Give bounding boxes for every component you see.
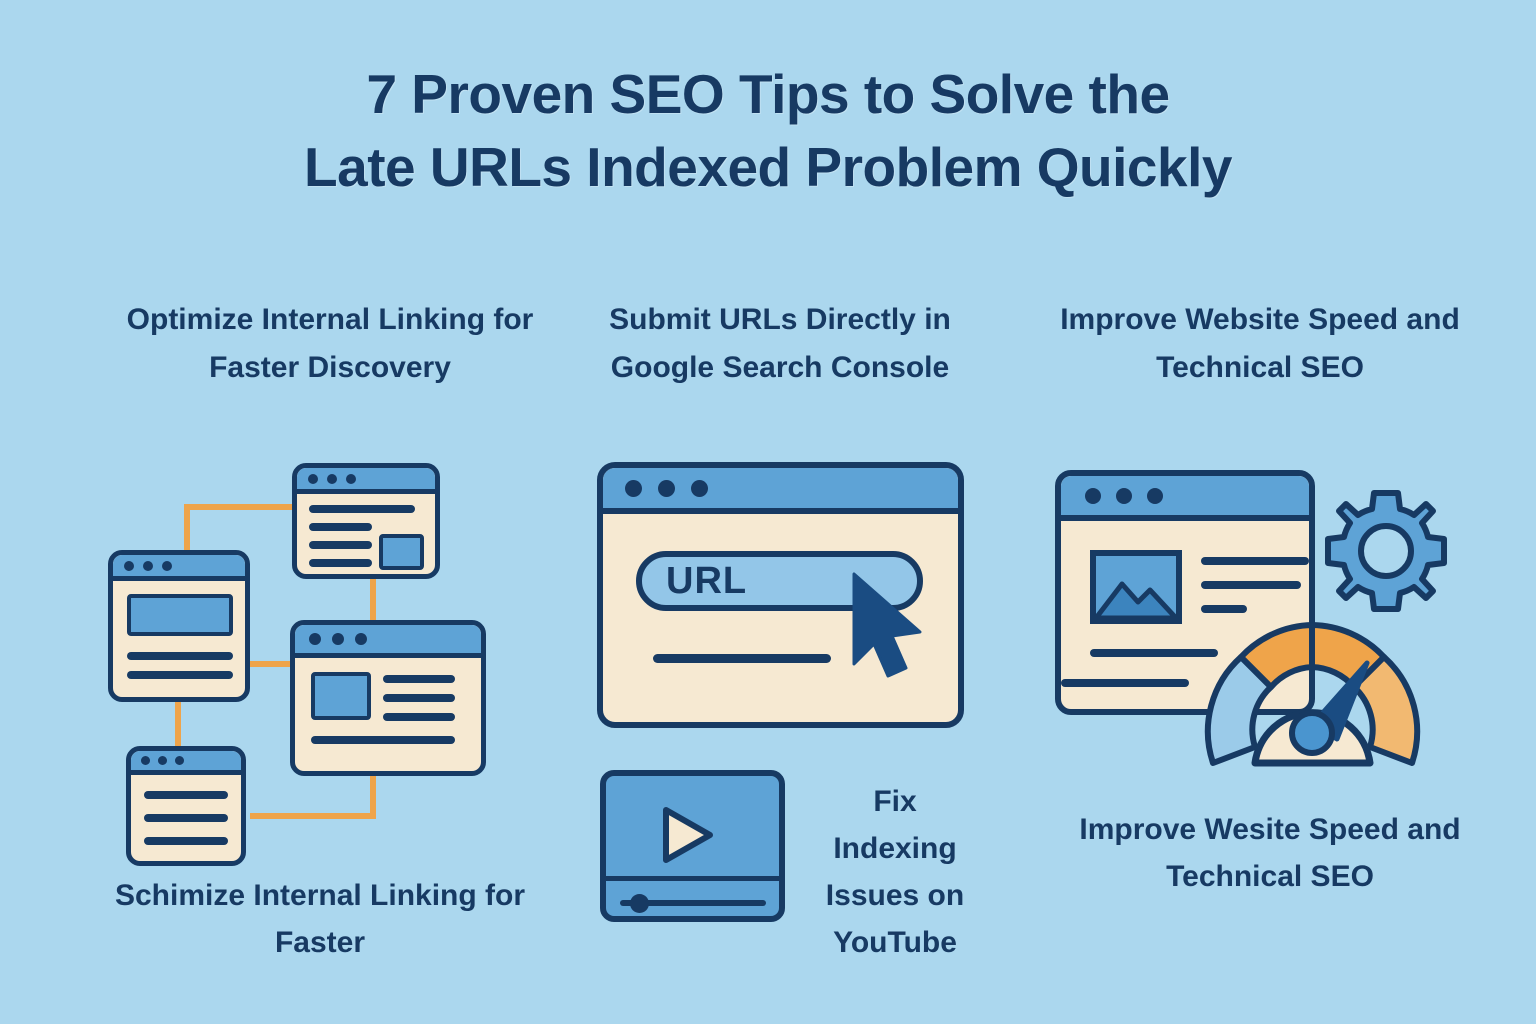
window-content (113, 581, 245, 692)
window-dot (658, 479, 675, 497)
page-title-line-2: Late URLs Indexed Problem Quickly (304, 135, 1232, 198)
window-titlebar (603, 468, 958, 514)
connector-middle-to-bottom-vertical (370, 770, 376, 816)
window-dot (332, 633, 344, 645)
column-caption-2: Fix Indexing Issues on YouTube (825, 785, 965, 960)
content-line (144, 814, 228, 822)
content-hero-block (127, 594, 233, 636)
window-dot (308, 473, 318, 484)
connector-left-to-middle (248, 661, 296, 667)
play-triangle-icon[interactable] (656, 804, 718, 866)
connector-left-to-bottom (175, 697, 181, 747)
window-dot (1147, 487, 1163, 504)
window-dot (175, 756, 184, 765)
column-heading-2: Submit URLs Directly in Google Search Co… (609, 303, 951, 384)
content-line (1201, 557, 1309, 565)
content-line (309, 559, 372, 567)
player-progress-track[interactable] (620, 900, 766, 906)
column-caption-1: Schimize Internal Linking for Faster (114, 879, 526, 960)
window-content (297, 494, 435, 574)
browser-window-top-right[interactable] (292, 463, 440, 579)
content-thumbnail (379, 534, 424, 570)
cursor-arrow-icon (852, 572, 922, 678)
window-dot (691, 479, 708, 497)
window-dot (327, 473, 337, 484)
video-player-illustration[interactable] (600, 770, 785, 922)
url-submit-browser-window[interactable]: URL (597, 462, 964, 728)
window-titlebar (295, 625, 481, 658)
window-dot (143, 560, 153, 571)
content-line (1201, 605, 1247, 613)
window-dot (346, 473, 356, 484)
window-dot (1085, 487, 1101, 504)
page-title-line-1: 7 Proven SEO Tips to Solve the (366, 63, 1170, 125)
content-line (653, 654, 831, 663)
window-titlebar (113, 555, 245, 581)
player-progress-handle[interactable] (630, 894, 649, 913)
content-line (309, 505, 415, 513)
window-content (131, 775, 241, 861)
connector-left-to-topright-vertical (184, 507, 190, 553)
content-line (1061, 679, 1189, 687)
window-titlebar (1061, 476, 1309, 521)
column-caption-3: Improve Wesite Speed and Technical SEO (1079, 813, 1461, 894)
content-line (383, 694, 455, 702)
browser-window-left[interactable] (108, 550, 250, 702)
content-line (1201, 581, 1301, 589)
window-dot (1116, 487, 1132, 504)
content-line (127, 652, 233, 660)
content-line (1090, 649, 1218, 657)
content-line (311, 736, 455, 744)
browser-window-bottom-left[interactable] (126, 746, 246, 866)
window-dot (162, 560, 172, 571)
content-line (383, 675, 455, 683)
window-dot (124, 560, 134, 571)
speed-technical-seo-illustration (1040, 455, 1470, 785)
content-line (144, 837, 228, 845)
content-line (309, 523, 372, 531)
browser-window-center[interactable] (290, 620, 486, 776)
connector-left-to-topright-horizontal (184, 504, 306, 510)
content-line (127, 671, 233, 679)
content-line (309, 541, 372, 549)
player-divider (606, 876, 779, 881)
content-thumbnail (311, 672, 371, 720)
image-placeholder-icon (1090, 550, 1182, 624)
content-line (383, 713, 455, 721)
column-heading-3: Improve Website Speed and Technical SEO (1060, 303, 1460, 384)
page-title: 7 Proven SEO Tips to Solve the Late URLs… (0, 58, 1536, 203)
window-content (295, 658, 481, 744)
window-titlebar (131, 751, 241, 775)
window-dot (625, 479, 642, 497)
gear-icon (1325, 490, 1447, 612)
connector-topright-to-middle (370, 576, 376, 624)
window-dot (158, 756, 167, 765)
column-heading-1: Optimize Internal Linking for Faster Dis… (126, 303, 534, 384)
window-titlebar (297, 468, 435, 494)
speedometer-icon (1204, 622, 1421, 767)
internal-linking-illustration (100, 450, 520, 870)
url-field-text: URL (666, 560, 748, 602)
content-line (144, 791, 228, 799)
connector-middle-to-bottom-horizontal (250, 813, 376, 819)
window-dot (355, 633, 367, 645)
window-dot (309, 633, 321, 645)
window-dot (141, 756, 150, 765)
url-search-field[interactable]: URL (636, 551, 923, 611)
